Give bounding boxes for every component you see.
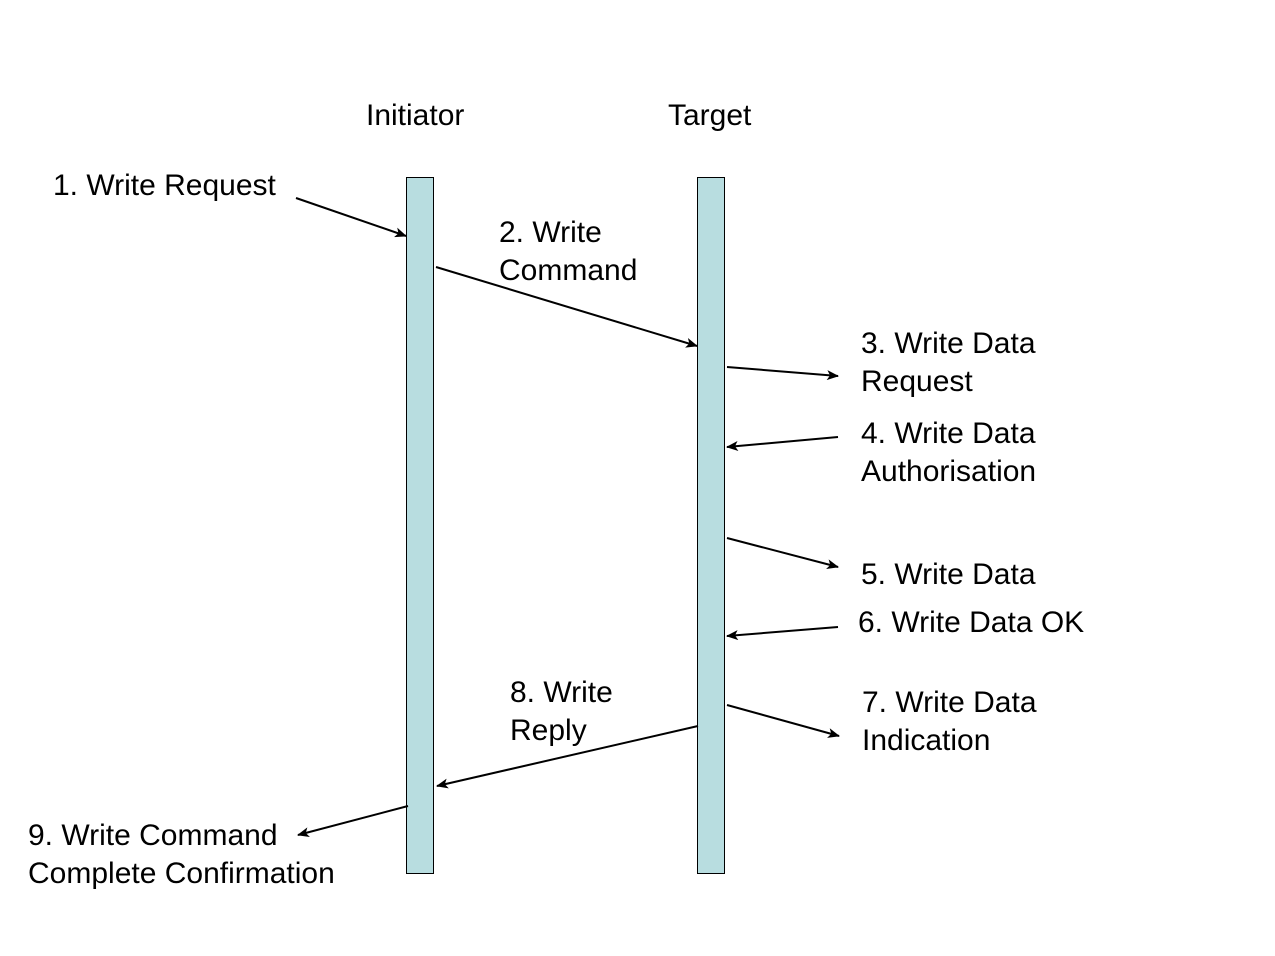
message-3-label: 3. Write Data Request [861,325,1036,401]
message-5-line-1: 5. Write Data [861,558,1036,591]
arrow-write-data [726,537,839,570]
arrow-write-request [295,197,407,238]
arrow-write-data-authorisation [726,436,839,451]
message-5-label: 5. Write Data [861,556,1036,594]
message-1-line-1: 1. Write Request [53,169,276,202]
message-9-label: 9. Write Command Complete Confirmation [28,817,335,893]
message-3-line-2: Request [861,365,973,398]
message-1-label: 1. Write Request [53,167,276,205]
message-4-line-2: Authorisation [861,455,1037,488]
initiator-lifeline [406,177,434,874]
target-header: Target [668,99,752,132]
arrow-write-data-ok [726,626,839,641]
message-6-line-1: 6. Write Data OK [858,606,1085,639]
arrow-write-command [435,266,698,348]
message-7-label: 7. Write Data Indication [862,684,1037,760]
message-8-line-2: Reply [510,714,587,747]
message-9-line-2: Complete Confirmation [28,857,335,890]
arrow-write-data-request [726,366,839,381]
message-4-label: 4. Write Data Authorisation [861,415,1036,491]
initiator-header: Initiator [366,99,465,132]
message-7-line-1: 7. Write Data [862,686,1037,719]
message-2-label: 2. Write Command [499,214,637,290]
message-2-line-1: 2. Write [499,216,602,249]
arrow-write-data-indication [726,704,840,738]
target-lifeline [697,177,725,874]
arrow-write-reply [436,725,699,789]
message-2-line-2: Command [499,254,638,287]
message-7-line-2: Indication [862,724,991,757]
message-8-label: 8. Write Reply [510,674,613,750]
message-9-line-1: 9. Write Command [28,819,278,852]
message-3-line-1: 3. Write Data [861,327,1036,360]
message-8-line-1: 8. Write [510,676,613,709]
message-6-label: 6. Write Data OK [858,604,1084,642]
message-4-line-1: 4. Write Data [861,417,1036,450]
arrow-write-command-complete [297,805,409,838]
